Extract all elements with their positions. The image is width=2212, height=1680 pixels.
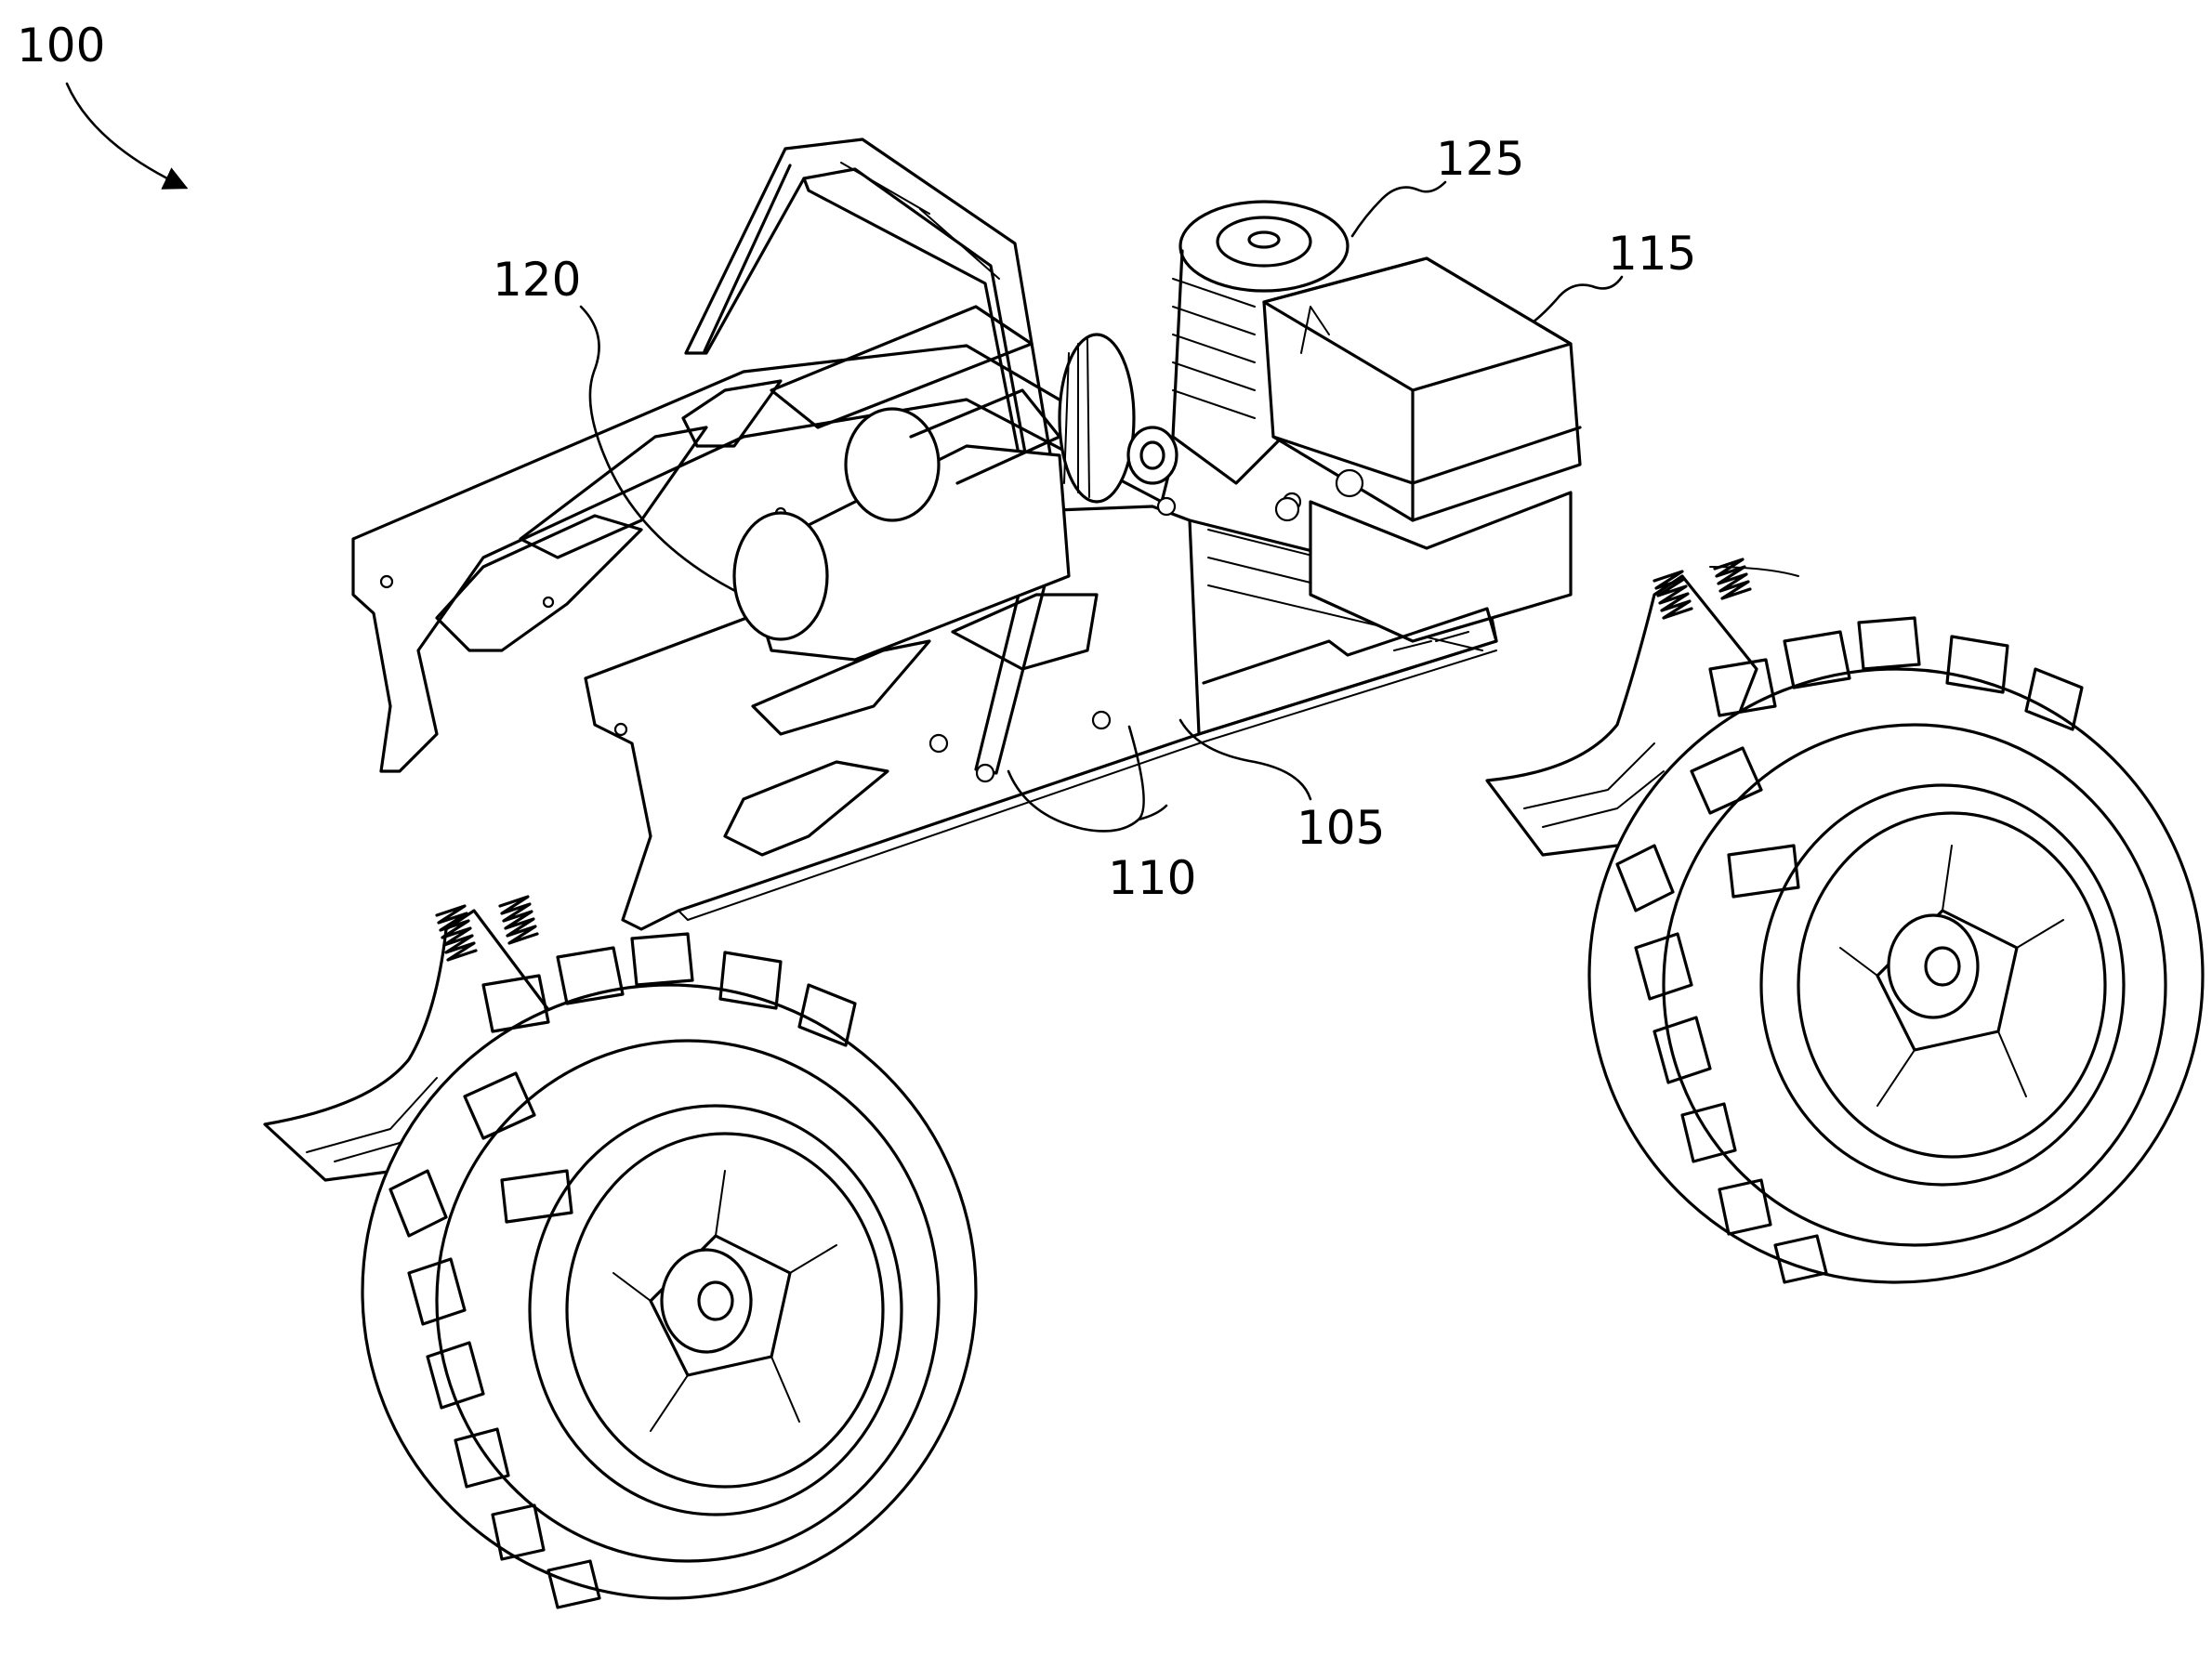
chassis-bottom <box>1197 607 1498 736</box>
left-wheel <box>263 895 978 1609</box>
label-115: 115 <box>1608 227 1696 281</box>
leader-120 <box>579 305 744 597</box>
right-wheel <box>1485 558 2205 1284</box>
battery-box <box>1262 256 1582 643</box>
arrow-100 <box>65 82 189 190</box>
label-125: 125 <box>1436 132 1524 186</box>
label-120: 120 <box>493 253 581 307</box>
leader-125 <box>1350 180 1447 238</box>
leader-115 <box>1527 275 1624 327</box>
label-110: 110 <box>1108 851 1196 905</box>
leader-110 <box>1007 725 1168 833</box>
label-100: 100 <box>17 19 105 72</box>
fuel-tank <box>732 305 1071 662</box>
engine <box>1058 200 1350 504</box>
label-105: 105 <box>1297 801 1385 855</box>
